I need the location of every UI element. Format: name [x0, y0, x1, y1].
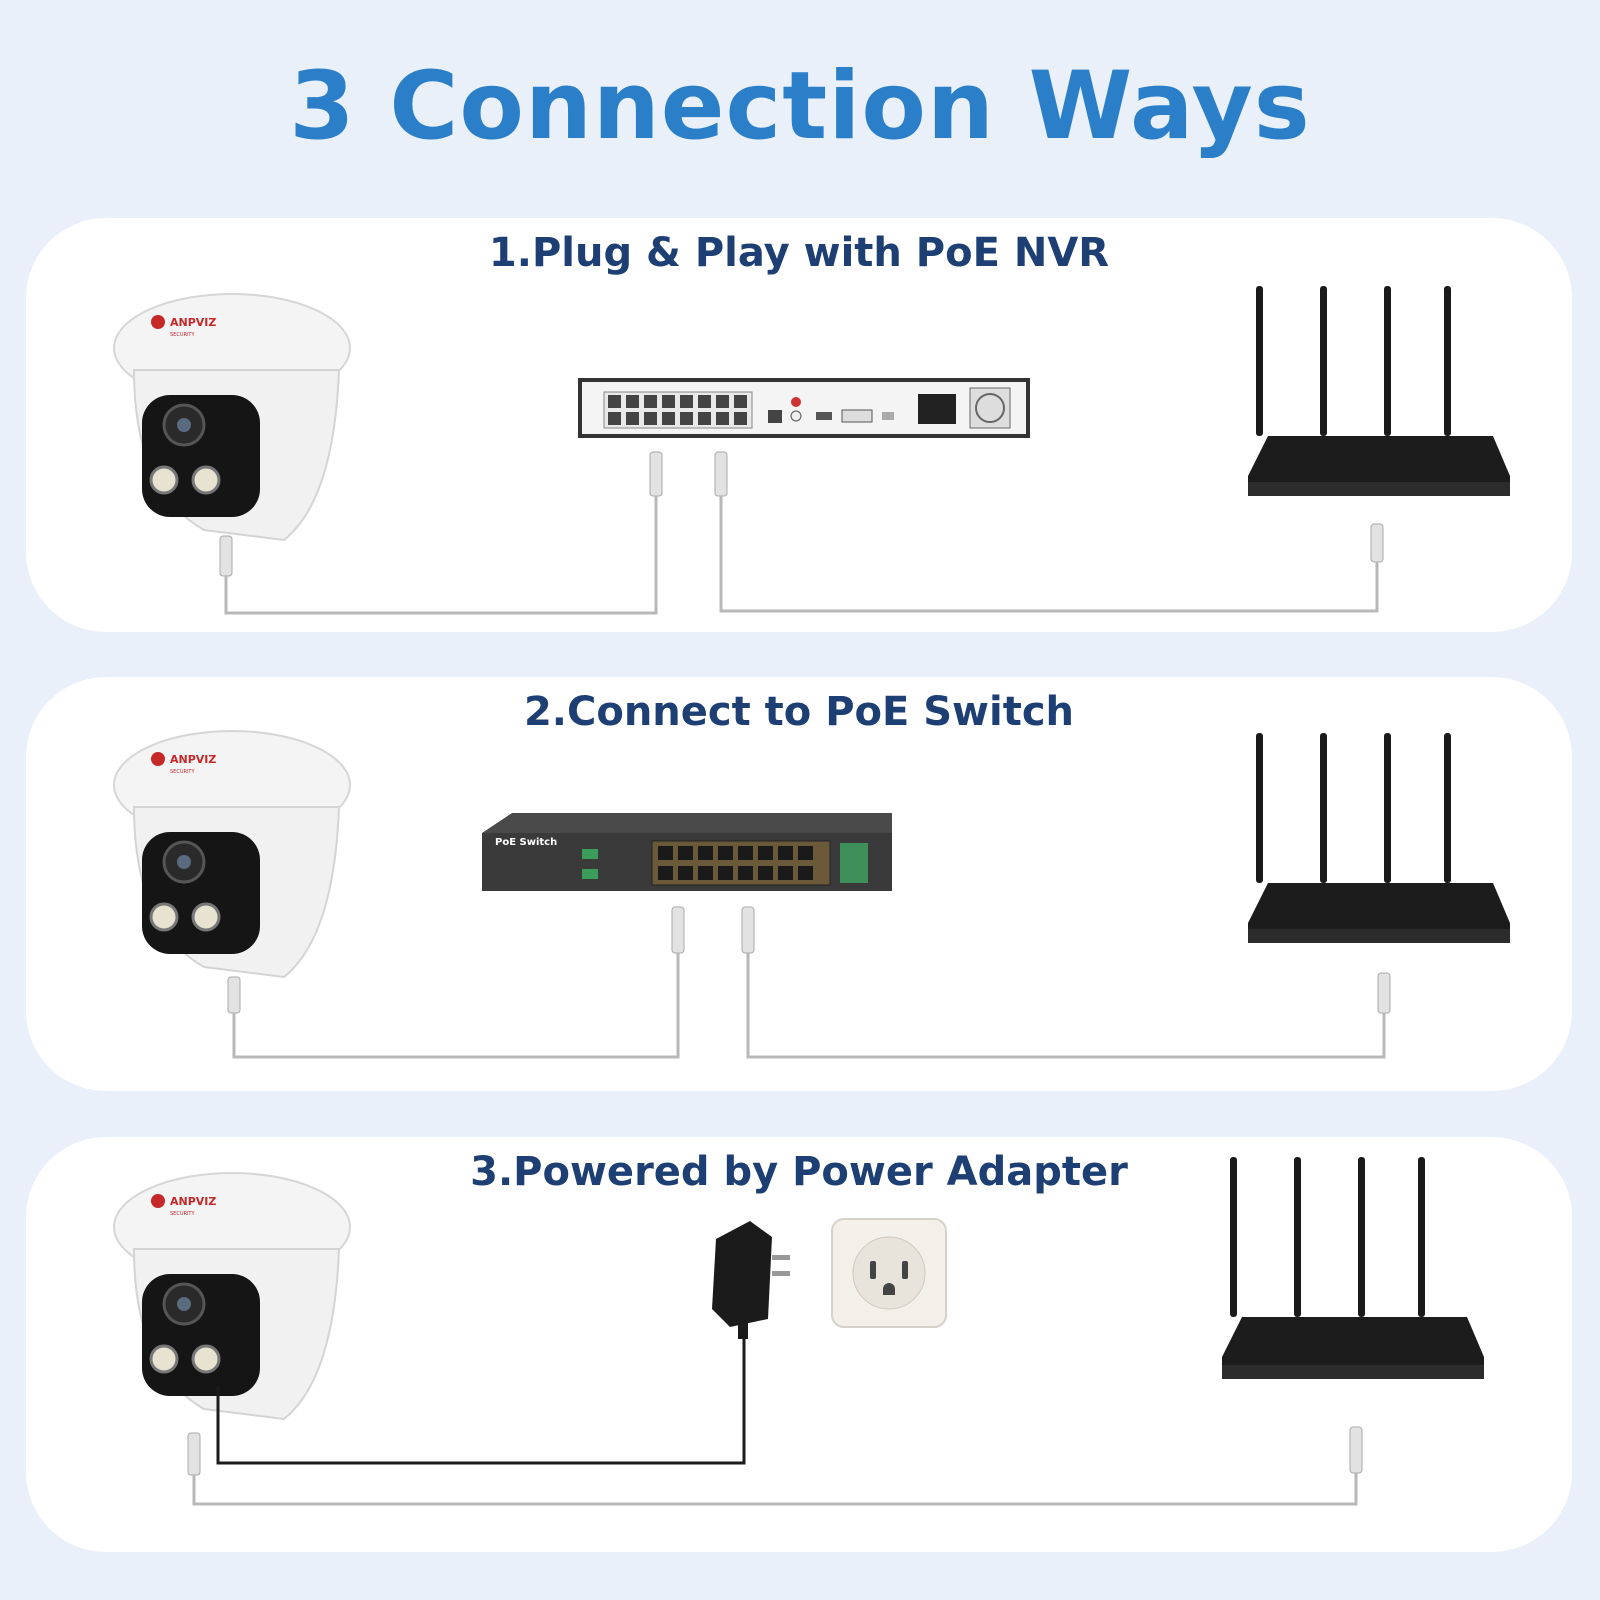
rj45-plug-icon	[219, 535, 233, 577]
rj45-plug-icon	[187, 1432, 201, 1476]
ethernet-cable	[719, 496, 1379, 613]
page-title: 3 Connection Ways	[289, 52, 1311, 161]
rj45-plug-icon	[1349, 1426, 1363, 1474]
svg-text:ANPVIZ: ANPVIZ	[170, 1195, 216, 1208]
rj45-plug-icon	[1377, 972, 1391, 1014]
ethernet-cable	[746, 953, 1386, 1059]
wall-outlet-icon	[831, 1218, 947, 1328]
rj45-plug-icon	[227, 976, 241, 1014]
ethernet-cable	[192, 1473, 1358, 1506]
rj45-plug-icon	[1370, 523, 1384, 563]
router-icon	[1248, 286, 1510, 496]
rj45-plug-icon	[649, 451, 663, 497]
ethernet-cable	[232, 953, 680, 1059]
nvr-recorder-icon	[578, 378, 1030, 438]
poe-switch-icon	[482, 813, 892, 891]
dome-camera-icon: ANPVIZ SECURITY	[113, 1172, 351, 1421]
panel-title-nvr: 1.Plug & Play with PoE NVR	[488, 230, 1110, 276]
rj45-plug-icon	[741, 906, 755, 954]
svg-text:ANPVIZ: ANPVIZ	[170, 316, 216, 329]
panel-power-adapter: 3.Powered by Power Adapter ANPVIZ SECURI…	[26, 1137, 1572, 1552]
rj45-plug-icon	[671, 906, 685, 954]
poe-switch-label: PoE Switch	[495, 837, 557, 848]
power-adapter-icon	[712, 1221, 790, 1339]
panel-title-switch: 2.Connect to PoE Switch	[523, 689, 1075, 735]
dome-camera-icon: ANPVIZ SECURITY	[113, 293, 351, 542]
svg-text:SECURITY: SECURITY	[170, 1211, 195, 1217]
router-icon	[1248, 733, 1510, 943]
svg-text:SECURITY: SECURITY	[170, 332, 195, 338]
ethernet-cable	[224, 496, 658, 615]
panel-poe-switch: 2.Connect to PoE Switch ANPVIZ SECURITY	[26, 677, 1572, 1091]
svg-text:ANPVIZ: ANPVIZ	[170, 753, 216, 766]
dome-camera-icon: ANPVIZ SECURITY	[113, 730, 351, 979]
router-icon	[1222, 1157, 1484, 1379]
svg-text:SECURITY: SECURITY	[170, 769, 195, 775]
panel-title-adapter: 3.Powered by Power Adapter	[470, 1149, 1128, 1195]
rj45-plug-icon	[714, 451, 728, 497]
panel-poe-nvr: 1.Plug & Play with PoE NVR ANPVIZ SECURI…	[26, 218, 1572, 632]
power-cable	[216, 1339, 746, 1465]
